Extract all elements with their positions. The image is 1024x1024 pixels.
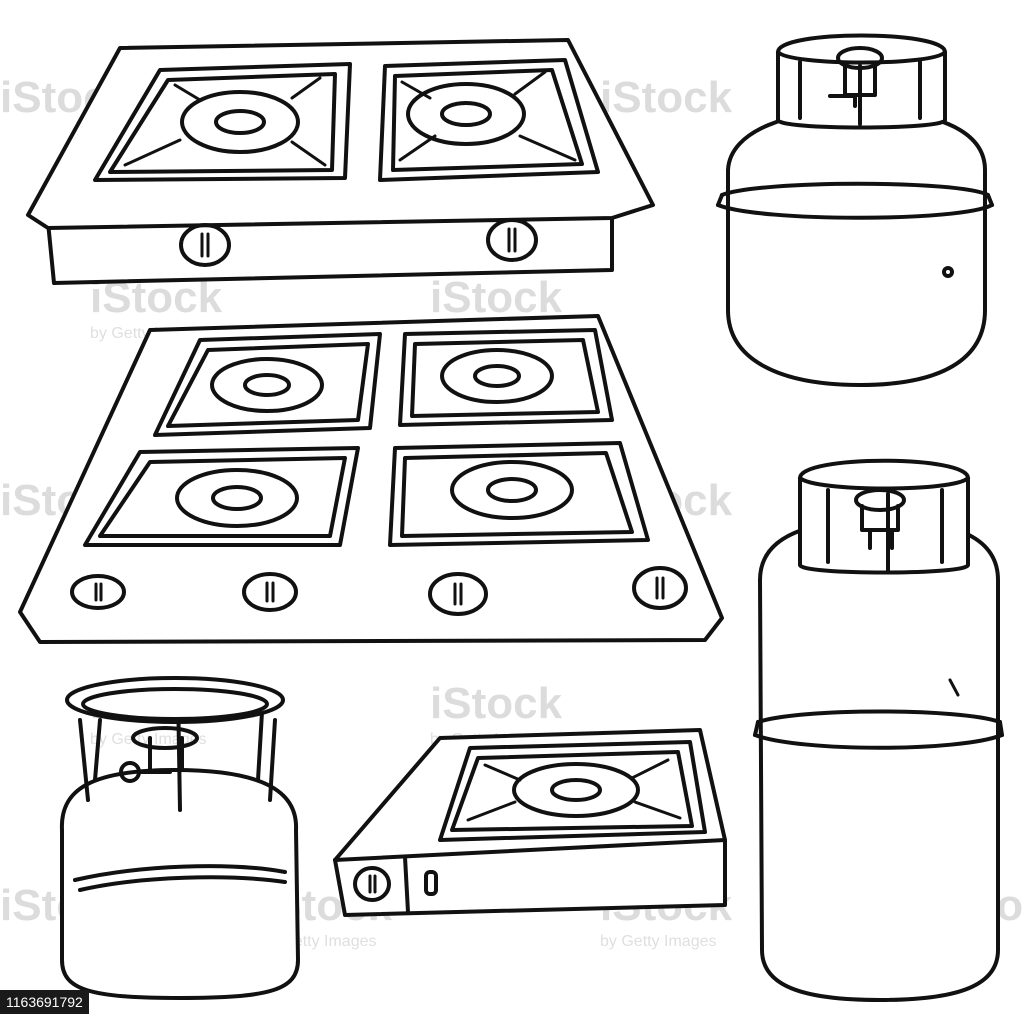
portable-gas-stove-icon <box>333 728 727 917</box>
watermark-text: iStock <box>430 273 563 322</box>
watermark-text: iStock <box>430 679 563 728</box>
stock-id-label: 1163691792 <box>0 990 89 1014</box>
tall-gas-cylinder-icon <box>753 458 1004 1002</box>
watermark-credit: by Getty Images <box>600 933 717 950</box>
small-gas-cylinder-icon <box>59 676 300 1000</box>
watermark-text: iStock <box>600 73 733 122</box>
two-burner-stove-icon <box>26 38 655 285</box>
four-burner-cooktop-icon <box>18 314 724 644</box>
medium-gas-cylinder-icon <box>716 33 994 387</box>
